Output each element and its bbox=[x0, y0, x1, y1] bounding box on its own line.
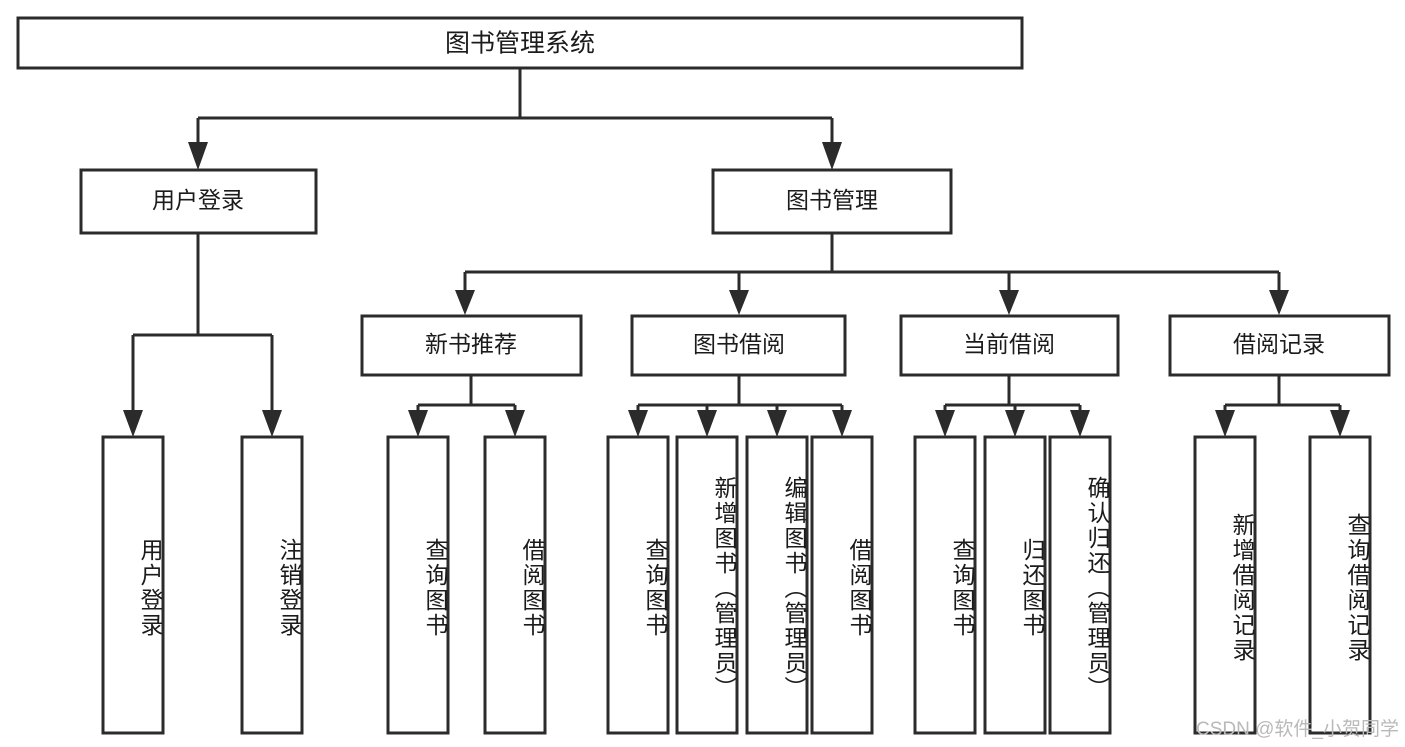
arrowhead-current-borrow bbox=[999, 290, 1019, 315]
arrowhead-leaf-current-borrow-2 bbox=[1005, 410, 1025, 437]
node-user-login[interactable]: 用户登录 bbox=[79, 168, 318, 235]
arrowhead-book-mgmt bbox=[822, 142, 842, 170]
leaf-user-login-1-label: 用户登录 bbox=[137, 538, 162, 638]
node-new-book-recommend[interactable]: 新书推荐 bbox=[360, 314, 583, 377]
connector-layer bbox=[131, 68, 1342, 410]
leaf-current-borrow-1-label: 查询图书 bbox=[949, 538, 974, 638]
node-book-borrow[interactable]: 图书借阅 bbox=[630, 314, 847, 377]
arrowhead-leaf-current-borrow-1 bbox=[935, 410, 955, 437]
leaf-user-login-1[interactable]: 用户登录 bbox=[101, 435, 165, 735]
arrowhead-leaf-book-borrow-1 bbox=[628, 410, 648, 437]
arrowhead-leaf-borrow-record-1 bbox=[1215, 410, 1235, 437]
arrowhead-user-login bbox=[188, 142, 208, 170]
node-borrow-record-label: 借阅记录 bbox=[1233, 331, 1325, 357]
arrowhead-borrow-record bbox=[1269, 290, 1289, 315]
node-borrow-record[interactable]: 借阅记录 bbox=[1168, 314, 1391, 377]
node-root[interactable]: 图书管理系统 bbox=[16, 16, 1024, 70]
leaf-borrow-record-2-label: 查询借阅记录 bbox=[1344, 513, 1369, 663]
arrowhead-leaf-current-borrow-3 bbox=[1070, 410, 1090, 437]
arrowhead-book-borrow bbox=[729, 290, 749, 315]
arrowhead-new-book bbox=[455, 290, 475, 315]
leaf-new-book-2-label: 借阅图书 bbox=[519, 538, 544, 638]
arrowhead-leaf-user-login-1 bbox=[123, 410, 143, 437]
leaf-book-borrow-4[interactable]: 借阅图书 bbox=[810, 435, 874, 735]
leaf-current-borrow-3-label: 确认归还（管理员） bbox=[1084, 475, 1109, 701]
leaf-user-login-2[interactable]: 注销登录 bbox=[240, 435, 304, 735]
leaf-book-borrow-2-label: 新增图书（管理员） bbox=[711, 475, 736, 701]
leaf-book-borrow-1-label: 查询图书 bbox=[642, 538, 667, 638]
node-root-label: 图书管理系统 bbox=[445, 30, 595, 58]
node-book-management-label: 图书管理 bbox=[786, 187, 878, 213]
leaf-new-book-2[interactable]: 借阅图书 bbox=[483, 435, 547, 735]
leaf-borrow-record-1[interactable]: 新增借阅记录 bbox=[1193, 435, 1257, 735]
leaf-book-borrow-2[interactable]: 新增图书（管理员） bbox=[675, 435, 739, 735]
leaf-current-borrow-3[interactable]: 确认归还（管理员） bbox=[1048, 435, 1112, 735]
node-book-borrow-label: 图书借阅 bbox=[693, 331, 785, 357]
arrowhead-leaf-new-book-2 bbox=[505, 410, 525, 437]
node-new-book-recommend-label: 新书推荐 bbox=[425, 331, 517, 357]
leaf-current-borrow-1[interactable]: 查询图书 bbox=[913, 435, 977, 735]
leaf-book-borrow-3-label: 编辑图书（管理员） bbox=[781, 475, 806, 701]
leaf-book-borrow-4-label: 借阅图书 bbox=[846, 538, 871, 638]
leaf-user-login-2-label: 注销登录 bbox=[276, 538, 301, 638]
leaf-new-book-1[interactable]: 查询图书 bbox=[386, 435, 450, 735]
arrowhead-leaf-book-borrow-3 bbox=[767, 410, 787, 437]
node-current-borrow-label: 当前借阅 bbox=[963, 331, 1055, 357]
node-current-borrow[interactable]: 当前借阅 bbox=[899, 314, 1120, 377]
leaf-current-borrow-2-label: 归还图书 bbox=[1019, 538, 1044, 638]
arrowhead-leaf-book-borrow-2 bbox=[697, 410, 717, 437]
arrowhead-leaf-new-book-1 bbox=[408, 410, 428, 437]
arrowhead-leaf-user-login-2 bbox=[262, 410, 282, 437]
leaf-book-borrow-3[interactable]: 编辑图书（管理员） bbox=[745, 435, 809, 735]
arrowhead-leaf-book-borrow-4 bbox=[832, 410, 852, 437]
leaf-new-book-1-label: 查询图书 bbox=[422, 538, 447, 638]
arrowhead-leaf-borrow-record-2 bbox=[1330, 410, 1350, 437]
node-book-management[interactable]: 图书管理 bbox=[711, 168, 953, 235]
leaf-borrow-record-1-label: 新增借阅记录 bbox=[1229, 513, 1254, 663]
leaf-borrow-record-2[interactable]: 查询借阅记录 bbox=[1308, 435, 1372, 735]
leaf-current-borrow-2[interactable]: 归还图书 bbox=[983, 435, 1047, 735]
node-user-login-label: 用户登录 bbox=[152, 187, 244, 213]
arrowhead-layer bbox=[123, 142, 1350, 437]
leaf-book-borrow-1[interactable]: 查询图书 bbox=[606, 435, 670, 735]
